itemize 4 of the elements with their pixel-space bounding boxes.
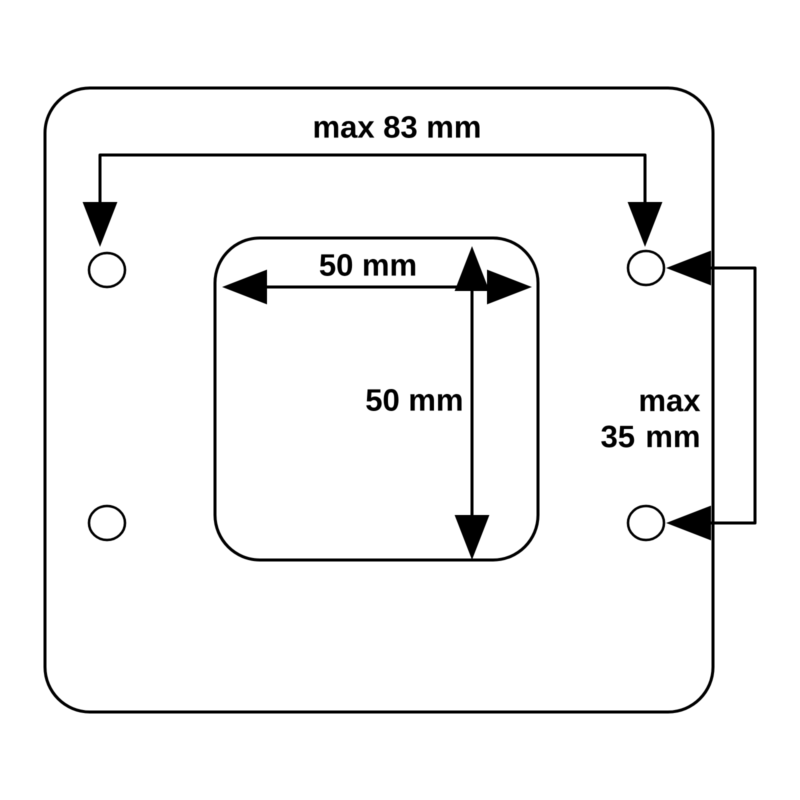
dimension-label: max 83 mm (314, 116, 480, 138)
dimension-label: max 35 mm (601, 394, 700, 448)
dimension-label: 50 mm (366, 389, 462, 411)
dimension-label: 50 mm (320, 254, 416, 276)
